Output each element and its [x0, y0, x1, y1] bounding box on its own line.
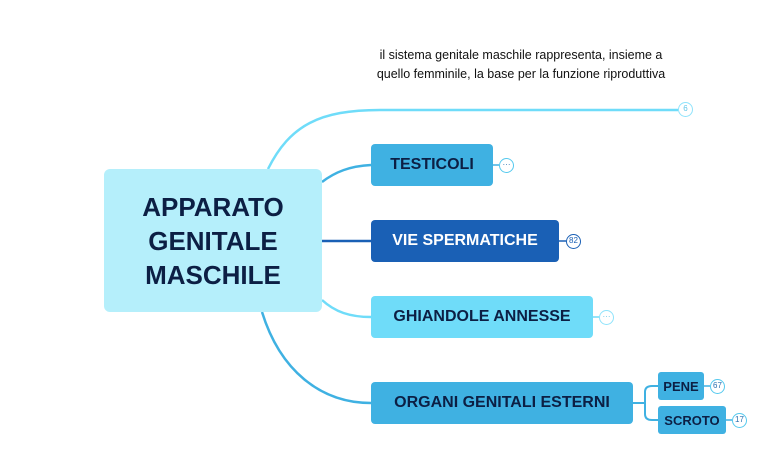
subtopic-pene-label: PENE [663, 378, 699, 394]
connector-organi [260, 311, 372, 405]
note-badge[interactable]: 6 [678, 102, 693, 117]
central-line-3: MASCHILE [145, 259, 281, 290]
branch-organi-label: ORGANI GENITALI ESTERNI [394, 394, 610, 411]
subtopic-pene[interactable]: PENE [658, 372, 704, 400]
note-text: il sistema genitale maschile rappresenta… [376, 48, 666, 81]
branch-vie-count-badge[interactable]: 82 [566, 234, 581, 249]
branch-testicoli-collapsed-badge[interactable]: ··· [499, 158, 514, 173]
branch-vie-spermatiche[interactable]: VIE SPERMATICHE [371, 220, 559, 262]
subtopic-pene-count-badge[interactable]: 67 [710, 379, 725, 394]
subtopic-scroto-label: SCROTO [664, 412, 720, 428]
central-line-1: APPARATO [142, 191, 284, 222]
branch-ghiandole-label: GHIANDOLE ANNESSE [393, 308, 571, 325]
subtopic-scroto-count-badge[interactable]: 17 [732, 413, 747, 428]
connector-ghiandole [321, 299, 372, 319]
connector-pene [633, 385, 658, 404]
connector-note [266, 108, 678, 170]
branch-ghiandole-annesse[interactable]: GHIANDOLE ANNESSE [371, 296, 593, 338]
connector-scroto [644, 403, 658, 421]
subtopic-scroto[interactable]: SCROTO [658, 406, 726, 434]
central-line-2: GENITALE [148, 225, 278, 256]
branch-vie-label: VIE SPERMATICHE [392, 232, 538, 249]
connector-testicoli [321, 163, 372, 183]
branch-ghiandole-collapsed-badge[interactable]: ··· [599, 310, 614, 325]
central-topic[interactable]: APPARATO GENITALE MASCHILE [104, 169, 322, 312]
branch-testicoli-label: TESTICOLI [390, 156, 474, 173]
branch-testicoli[interactable]: TESTICOLI [371, 144, 493, 186]
branch-organi-genitali-esterni[interactable]: ORGANI GENITALI ESTERNI [371, 382, 633, 424]
